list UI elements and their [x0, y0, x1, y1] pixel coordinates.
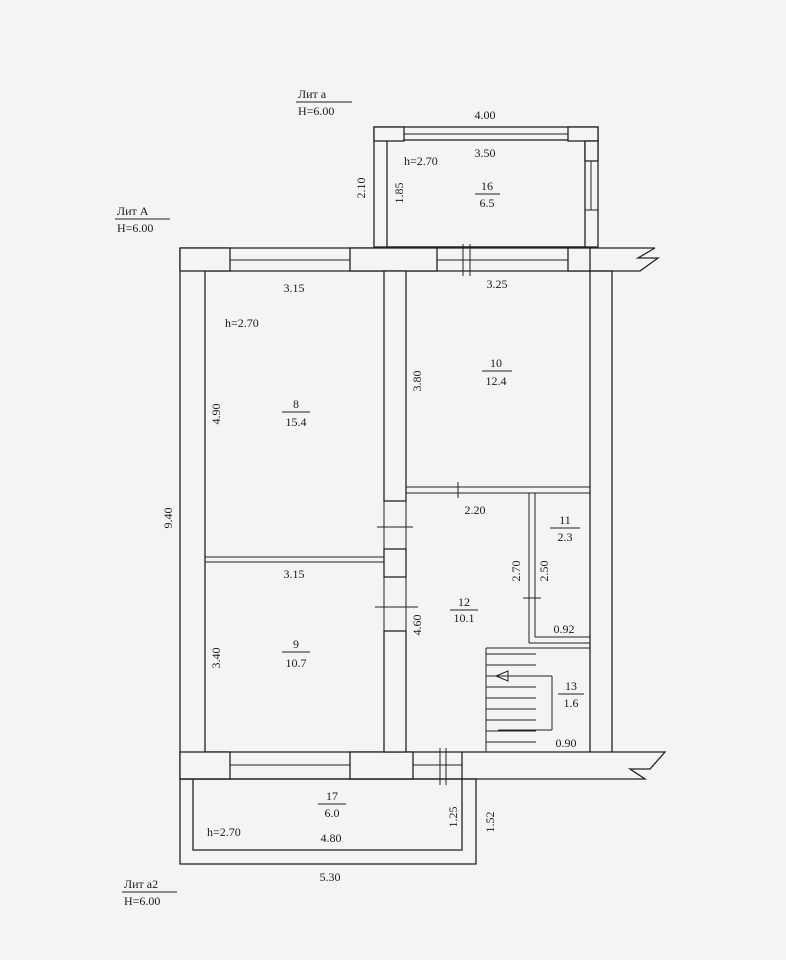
- room-label-12: 12 10.1: [450, 595, 478, 625]
- room-label-10: 10 12.4: [482, 356, 512, 388]
- annex-lit-a: [373, 126, 599, 248]
- svg-text:8: 8: [293, 397, 299, 411]
- dim-4-60: 4.60: [410, 615, 424, 636]
- ceiling-height-16: h=2.70: [404, 154, 438, 168]
- svg-text:11: 11: [559, 513, 571, 527]
- svg-text:6.5: 6.5: [480, 196, 495, 210]
- room-label-17: 17 6.0: [318, 789, 346, 820]
- dim-3-15-top: 3.15: [284, 281, 305, 295]
- lit-a2-name: Лит а2: [124, 877, 158, 891]
- svg-text:17: 17: [326, 789, 338, 803]
- room-label-9: 9 10.7: [282, 637, 310, 670]
- ceiling-height-8: h=2.70: [225, 316, 259, 330]
- dim-3-50: 3.50: [475, 146, 496, 160]
- dim-2-10: 2.10: [354, 178, 368, 199]
- dim-1-85: 1.85: [392, 183, 406, 204]
- svg-text:10: 10: [490, 356, 502, 370]
- svg-text:9: 9: [293, 637, 299, 651]
- dim-0-92: 0.92: [554, 622, 575, 636]
- svg-text:16: 16: [481, 179, 493, 193]
- lit-a2-height: H=6.00: [124, 894, 160, 908]
- dim-3-25: 3.25: [487, 277, 508, 291]
- dim-0-90: 0.90: [556, 736, 577, 750]
- staircase-steps: [486, 653, 536, 743]
- svg-text:10.1: 10.1: [454, 611, 475, 625]
- interior-walls: [205, 270, 590, 753]
- dim-4-90: 4.90: [209, 404, 223, 425]
- room-label-8: 8 15.4: [282, 397, 310, 429]
- lit-A-name: Лит А: [117, 204, 149, 218]
- svg-text:1.6: 1.6: [564, 696, 579, 710]
- svg-text:10.7: 10.7: [286, 656, 307, 670]
- main-walls: [179, 244, 667, 785]
- svg-text:12: 12: [458, 595, 470, 609]
- dim-2-50: 2.50: [537, 561, 551, 582]
- lit-a-height: H=6.00: [298, 104, 334, 118]
- dim-2-20: 2.20: [465, 503, 486, 517]
- svg-text:15.4: 15.4: [286, 415, 307, 429]
- lit-A-height: H=6.00: [117, 221, 153, 235]
- svg-text:13: 13: [565, 679, 577, 693]
- dim-2-70: 2.70: [509, 561, 523, 582]
- dim-3-15-mid: 3.15: [284, 567, 305, 581]
- annex-lit-a2: [179, 778, 477, 865]
- dim-3-80: 3.80: [410, 371, 424, 392]
- ceiling-height-17: h=2.70: [207, 825, 241, 839]
- dim-3-40: 3.40: [209, 648, 223, 669]
- room-label-16: 16 6.5: [475, 179, 500, 210]
- dim-9-40: 9.40: [161, 508, 175, 529]
- dim-4-00: 4.00: [475, 108, 496, 122]
- svg-text:6.0: 6.0: [325, 806, 340, 820]
- room-label-11: 11 2.3: [550, 513, 580, 544]
- svg-text:2.3: 2.3: [558, 530, 573, 544]
- lit-a-name: Лит а: [298, 87, 327, 101]
- stair-arrow: [494, 670, 540, 682]
- room-label-13: 13 1.6: [558, 679, 584, 710]
- svg-text:12.4: 12.4: [486, 374, 507, 388]
- dim-4-80: 4.80: [321, 831, 342, 845]
- dim-5-30: 5.30: [320, 870, 341, 884]
- dim-1-52: 1.52: [483, 812, 497, 833]
- dim-1-25: 1.25: [446, 807, 460, 828]
